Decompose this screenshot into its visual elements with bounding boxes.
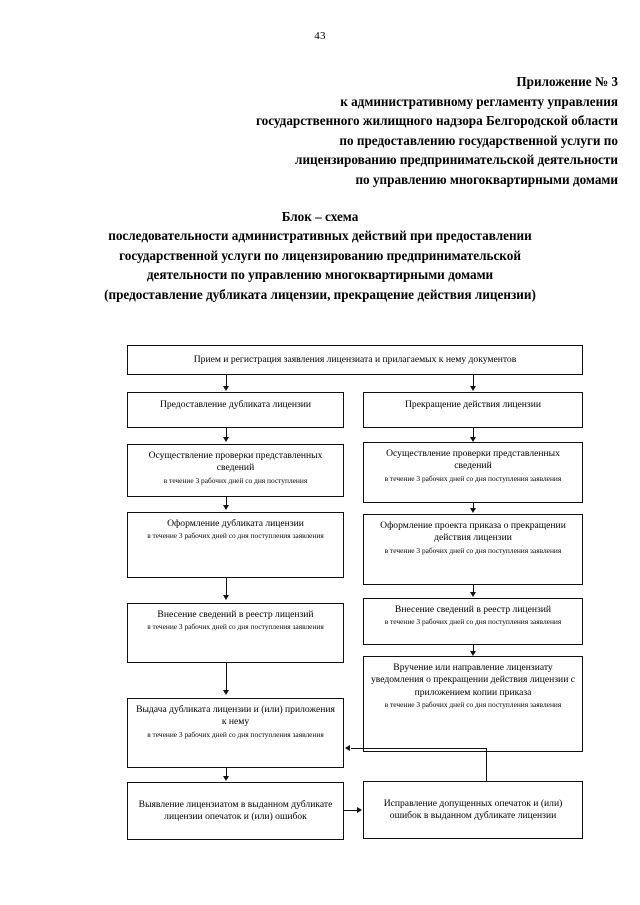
flow-node-right-4-title: Внесение сведений в реестр лицензий [394, 604, 552, 615]
connector-left4-to-left5 [226, 663, 228, 691]
connector-right4-to-right5 [473, 645, 475, 652]
flow-node-left-5-sub: в течение 3 рабочих дней со дня поступле… [147, 729, 324, 739]
flow-node-right-2-sub: в течение 3 рабочих дней со дня поступле… [384, 473, 562, 483]
flow-node-right-5-title: Вручение или направление лицензиату увед… [370, 662, 575, 698]
page-number: 43 [314, 30, 326, 42]
title-line-4: деятельности по управлению многоквартирн… [146, 267, 494, 283]
flow-node-right-1-title: Прекращение действия лицензии [405, 399, 541, 410]
flow-node-left-3-title: Оформление дубликата лицензии [167, 518, 304, 529]
flow-node-right-6: Исправление допущенных опечаток и (или) … [363, 781, 583, 839]
arrow-left6-to-right6 [357, 806, 362, 813]
title-line-2: последовательности административных дейс… [108, 228, 532, 244]
flow-node-left-2-sub: в течение 3 рабочих дней со дня поступле… [163, 475, 308, 485]
connector-right6-up [486, 748, 488, 781]
flow-node-start: Прием и регистрация заявления лицензиата… [127, 345, 583, 375]
arrow-start-to-right1 [470, 386, 476, 391]
header-line-4: по предоставлению государственной услуги… [339, 132, 618, 148]
arrow-feedback-to-left5 [345, 744, 350, 751]
flow-node-left-3: Оформление дубликата лицензии в течение … [127, 512, 344, 578]
arrow-right2-to-right3 [470, 508, 476, 513]
arrow-start-to-left1 [223, 386, 229, 391]
flow-node-left-5: Выдача дубликата лицензии и (или) прилож… [127, 698, 344, 768]
flow-node-right-5: Вручение или направление лицензиату увед… [363, 656, 583, 752]
flow-node-left-3-sub: в течение 3 рабочих дней со дня поступле… [147, 531, 324, 541]
flow-node-left-1-title: Предоставление дубликата лицензии [159, 399, 312, 410]
flow-node-left-4: Внесение сведений в реестр лицензий в те… [127, 603, 344, 663]
flow-node-left-2-title: Осуществление проверки представленных св… [148, 450, 323, 474]
connector-left6-to-right6 [344, 810, 357, 812]
flow-node-right-3: Оформление проекта приказа о прекращении… [363, 514, 583, 585]
connector-right3-to-right4 [473, 585, 475, 593]
flow-node-right-4-sub: в течение 3 рабочих дней со дня поступле… [384, 617, 562, 627]
header-line-2: к административному регламенту управлени… [340, 93, 618, 109]
connector-left2-to-left3 [226, 497, 228, 506]
header-line-3: государственного жилищного надзора Белго… [255, 113, 618, 129]
flow-node-right-2: Осуществление проверки представленных св… [363, 442, 583, 503]
arrow-left3-to-left4 [223, 595, 229, 600]
title-line-3: государственной услуги по лицензированию… [119, 247, 521, 263]
connector-left3-to-left4 [226, 578, 228, 596]
connector-left5-to-left6 [226, 768, 228, 777]
arrow-right1-to-right2 [470, 437, 476, 442]
connector-left1-to-left2 [226, 428, 228, 438]
arrow-left2-to-left3 [223, 505, 229, 510]
arrow-left4-to-left5 [223, 690, 229, 695]
arrow-right3-to-right4 [470, 592, 476, 597]
document-title: Блок – схема последовательности админист… [20, 207, 620, 304]
flow-node-left-2: Осуществление проверки представленных св… [127, 444, 344, 497]
connector-start-to-right1 [473, 375, 475, 387]
flow-node-left-1: Предоставление дубликата лицензии [127, 392, 344, 428]
connector-right2-to-right3 [473, 503, 475, 509]
connector-right1-to-right2 [473, 428, 475, 438]
header-line-6: по управлению многоквартирными домами [355, 171, 618, 187]
arrow-right4-to-right5 [470, 651, 476, 656]
flow-node-left-4-title: Внесение сведений в реестр лицензий [157, 609, 314, 620]
flow-node-right-5-sub: в течение 3 рабочих дней со дня поступле… [384, 700, 562, 710]
flow-node-left-6-title: Выявление лицензиатом в выданном дублика… [138, 798, 333, 822]
flow-node-left-5-title: Выдача дубликата лицензии и (или) прилож… [136, 704, 335, 728]
header-line-5: лицензированию предпринимательской деяте… [295, 152, 618, 168]
flow-node-right-4: Внесение сведений в реестр лицензий в те… [363, 598, 583, 645]
title-line-1: Блок – схема [281, 209, 359, 224]
flow-node-right-3-sub: в течение 3 рабочих дней со дня поступле… [384, 545, 562, 555]
connector-start-to-left1 [226, 375, 228, 387]
flow-node-right-1: Прекращение действия лицензии [363, 392, 583, 428]
document-header: Приложение № 3 к административному регла… [90, 72, 618, 190]
title-line-5: (предоставление дубликата лицензии, прек… [104, 286, 536, 302]
arrow-left1-to-left2 [223, 437, 229, 442]
flow-node-start-title: Прием и регистрация заявления лицензиата… [193, 353, 517, 365]
header-line-1: Приложение № 3 [516, 74, 618, 89]
flow-node-right-2-title: Осуществление проверки представленных св… [386, 448, 560, 472]
arrow-left5-to-left6 [223, 776, 229, 781]
flow-node-left-6: Выявление лицензиатом в выданном дублика… [127, 782, 344, 840]
flow-node-right-3-title: Оформление проекта приказа о прекращении… [380, 520, 566, 544]
flow-node-right-6-title: Исправление допущенных опечаток и (или) … [383, 797, 563, 821]
connector-right6-to-left5 [351, 748, 487, 750]
flow-node-left-4-sub: в течение 3 рабочих дней со дня поступле… [147, 622, 324, 632]
